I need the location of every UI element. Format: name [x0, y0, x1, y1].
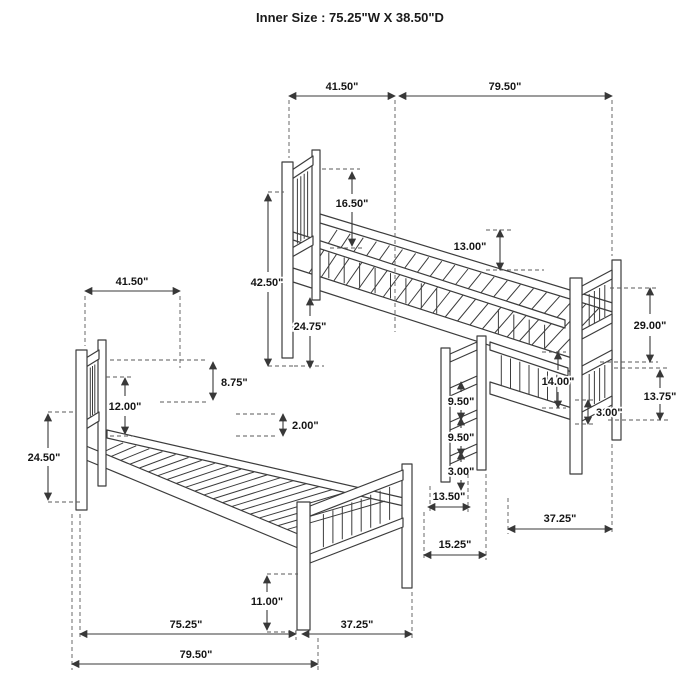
dim-label: 8.75" — [221, 377, 248, 389]
dim-twin-headboard-height: 24.50" — [26, 411, 80, 503]
twin-footboard — [296, 463, 413, 631]
foot-upper-slats — [588, 285, 606, 326]
dim-ladder-step-1: 9.50" — [446, 381, 476, 421]
twin-head-far-post — [97, 339, 107, 487]
twin-head-top-rail — [85, 349, 100, 368]
bunk-head-far-post — [311, 149, 321, 301]
dim-twin-inner-length: 75.25" — [79, 514, 297, 640]
dim-twin-rail-height: 11.00" — [249, 573, 298, 633]
dim-headboard-upper: 16.50" — [322, 168, 370, 249]
twin-head-near-post — [75, 349, 88, 511]
dim-label: 15.25" — [439, 539, 472, 551]
dim-top-width-right: 79.50" — [398, 79, 613, 256]
foot-upper-mid-rail — [581, 313, 613, 340]
ladder-right-rail — [476, 335, 487, 471]
foot-lower-top-rail — [581, 349, 613, 376]
dim-twin-top-width: 41.50" — [84, 274, 181, 368]
dim-label: 9.50" — [448, 432, 475, 444]
dim-label: 13.50" — [433, 491, 466, 503]
dim-label: 13.00" — [454, 241, 487, 253]
dim-label: 41.50" — [326, 81, 359, 93]
bunk-foot-far-post — [611, 259, 622, 441]
dim-label: 2.00" — [292, 420, 319, 432]
dim-twin-overall-length: 79.50" — [71, 514, 319, 670]
ladder-rung-3 — [449, 443, 478, 465]
twin-head-slats — [89, 364, 96, 417]
dim-label: 16.50" — [336, 198, 369, 210]
page-title: Inner Size : 75.25"W X 38.50"D — [256, 10, 444, 25]
dim-label: 9.50" — [448, 396, 475, 408]
dim-label: 29.00" — [634, 320, 667, 332]
bunk-ladder — [440, 335, 487, 483]
foot-upper-top-rail — [581, 269, 613, 296]
foot-lower-slats — [588, 365, 606, 407]
dim-label: 3.00" — [448, 466, 475, 478]
dim-label: 24.50" — [28, 452, 61, 464]
dim-top-width-left: 41.50" — [288, 79, 396, 332]
dim-twin-foot-width: 37.25" — [301, 592, 413, 640]
dim-guard-rail: 13.00" — [452, 229, 544, 271]
dim-label: 14.00" — [542, 376, 575, 388]
dim-ladder-offset: 15.25" — [423, 474, 487, 560]
dimension-annotations: 41.50" 79.50" 16.50" 13.00" 42.50" — [26, 79, 678, 670]
ladder-left-rail — [440, 347, 451, 483]
twin-bed-drawing — [75, 339, 413, 631]
ladder-rung-top — [449, 341, 478, 363]
bunk-headboard — [281, 149, 321, 359]
dim-label: 75.25" — [170, 619, 203, 631]
bunk-head-near-post — [281, 161, 294, 359]
dim-label: 37.25" — [341, 619, 374, 631]
dim-label: 37.25" — [544, 513, 577, 525]
dim-bed-depth: 37.25" — [507, 444, 613, 534]
twin-foot-mid-rail — [309, 517, 404, 564]
dim-label: 42.50" — [251, 277, 284, 289]
bunk-head-top-rail — [291, 155, 314, 180]
dim-label: 3.00" — [596, 407, 623, 419]
dim-ladder-width: 13.50" — [427, 474, 471, 512]
lower-guard-rail — [489, 341, 569, 377]
dim-twin-headboard-above: 8.75" — [110, 359, 249, 403]
dim-ladder-step-2: 9.50" — [446, 417, 476, 457]
dim-rail-thickness: 3.00" — [575, 399, 624, 425]
dim-label: 24.75" — [294, 321, 327, 333]
dim-label: 41.50" — [116, 276, 149, 288]
twin-headboard — [75, 339, 107, 511]
dim-foot-lower: 13.75" — [608, 367, 678, 421]
twin-foot-near-post — [296, 501, 311, 631]
dim-label: 79.50" — [489, 81, 522, 93]
lower-guard-spindles — [500, 355, 558, 405]
dim-label: 12.00" — [109, 401, 142, 413]
twin-near-side-rail — [85, 445, 299, 549]
dim-under-rail: 24.75" — [292, 297, 328, 369]
dim-upper-post: 42.50" — [249, 191, 296, 367]
dim-foot-upper: 29.00" — [600, 287, 668, 363]
bunk-foot-near-post — [569, 277, 583, 475]
dim-lower-guard: 14.00" — [540, 351, 576, 409]
twin-foot-far-post — [401, 463, 413, 589]
bunk-head-slats — [296, 171, 309, 244]
dim-label: 13.75" — [644, 391, 677, 403]
dim-slat-thickness: 2.00" — [236, 413, 320, 437]
dim-twin-headboard-upper: 12.00" — [106, 376, 143, 437]
twin-foot-slats — [322, 486, 391, 548]
bunk-bed-drawing — [281, 149, 622, 483]
ladder-rung-1 — [449, 375, 478, 397]
dim-label: 11.00" — [251, 596, 283, 608]
bunk-footboard — [569, 259, 622, 475]
bunk-lower-bunk — [489, 341, 573, 421]
dim-label: 79.50" — [180, 649, 213, 661]
ladder-rung-2 — [449, 409, 478, 431]
